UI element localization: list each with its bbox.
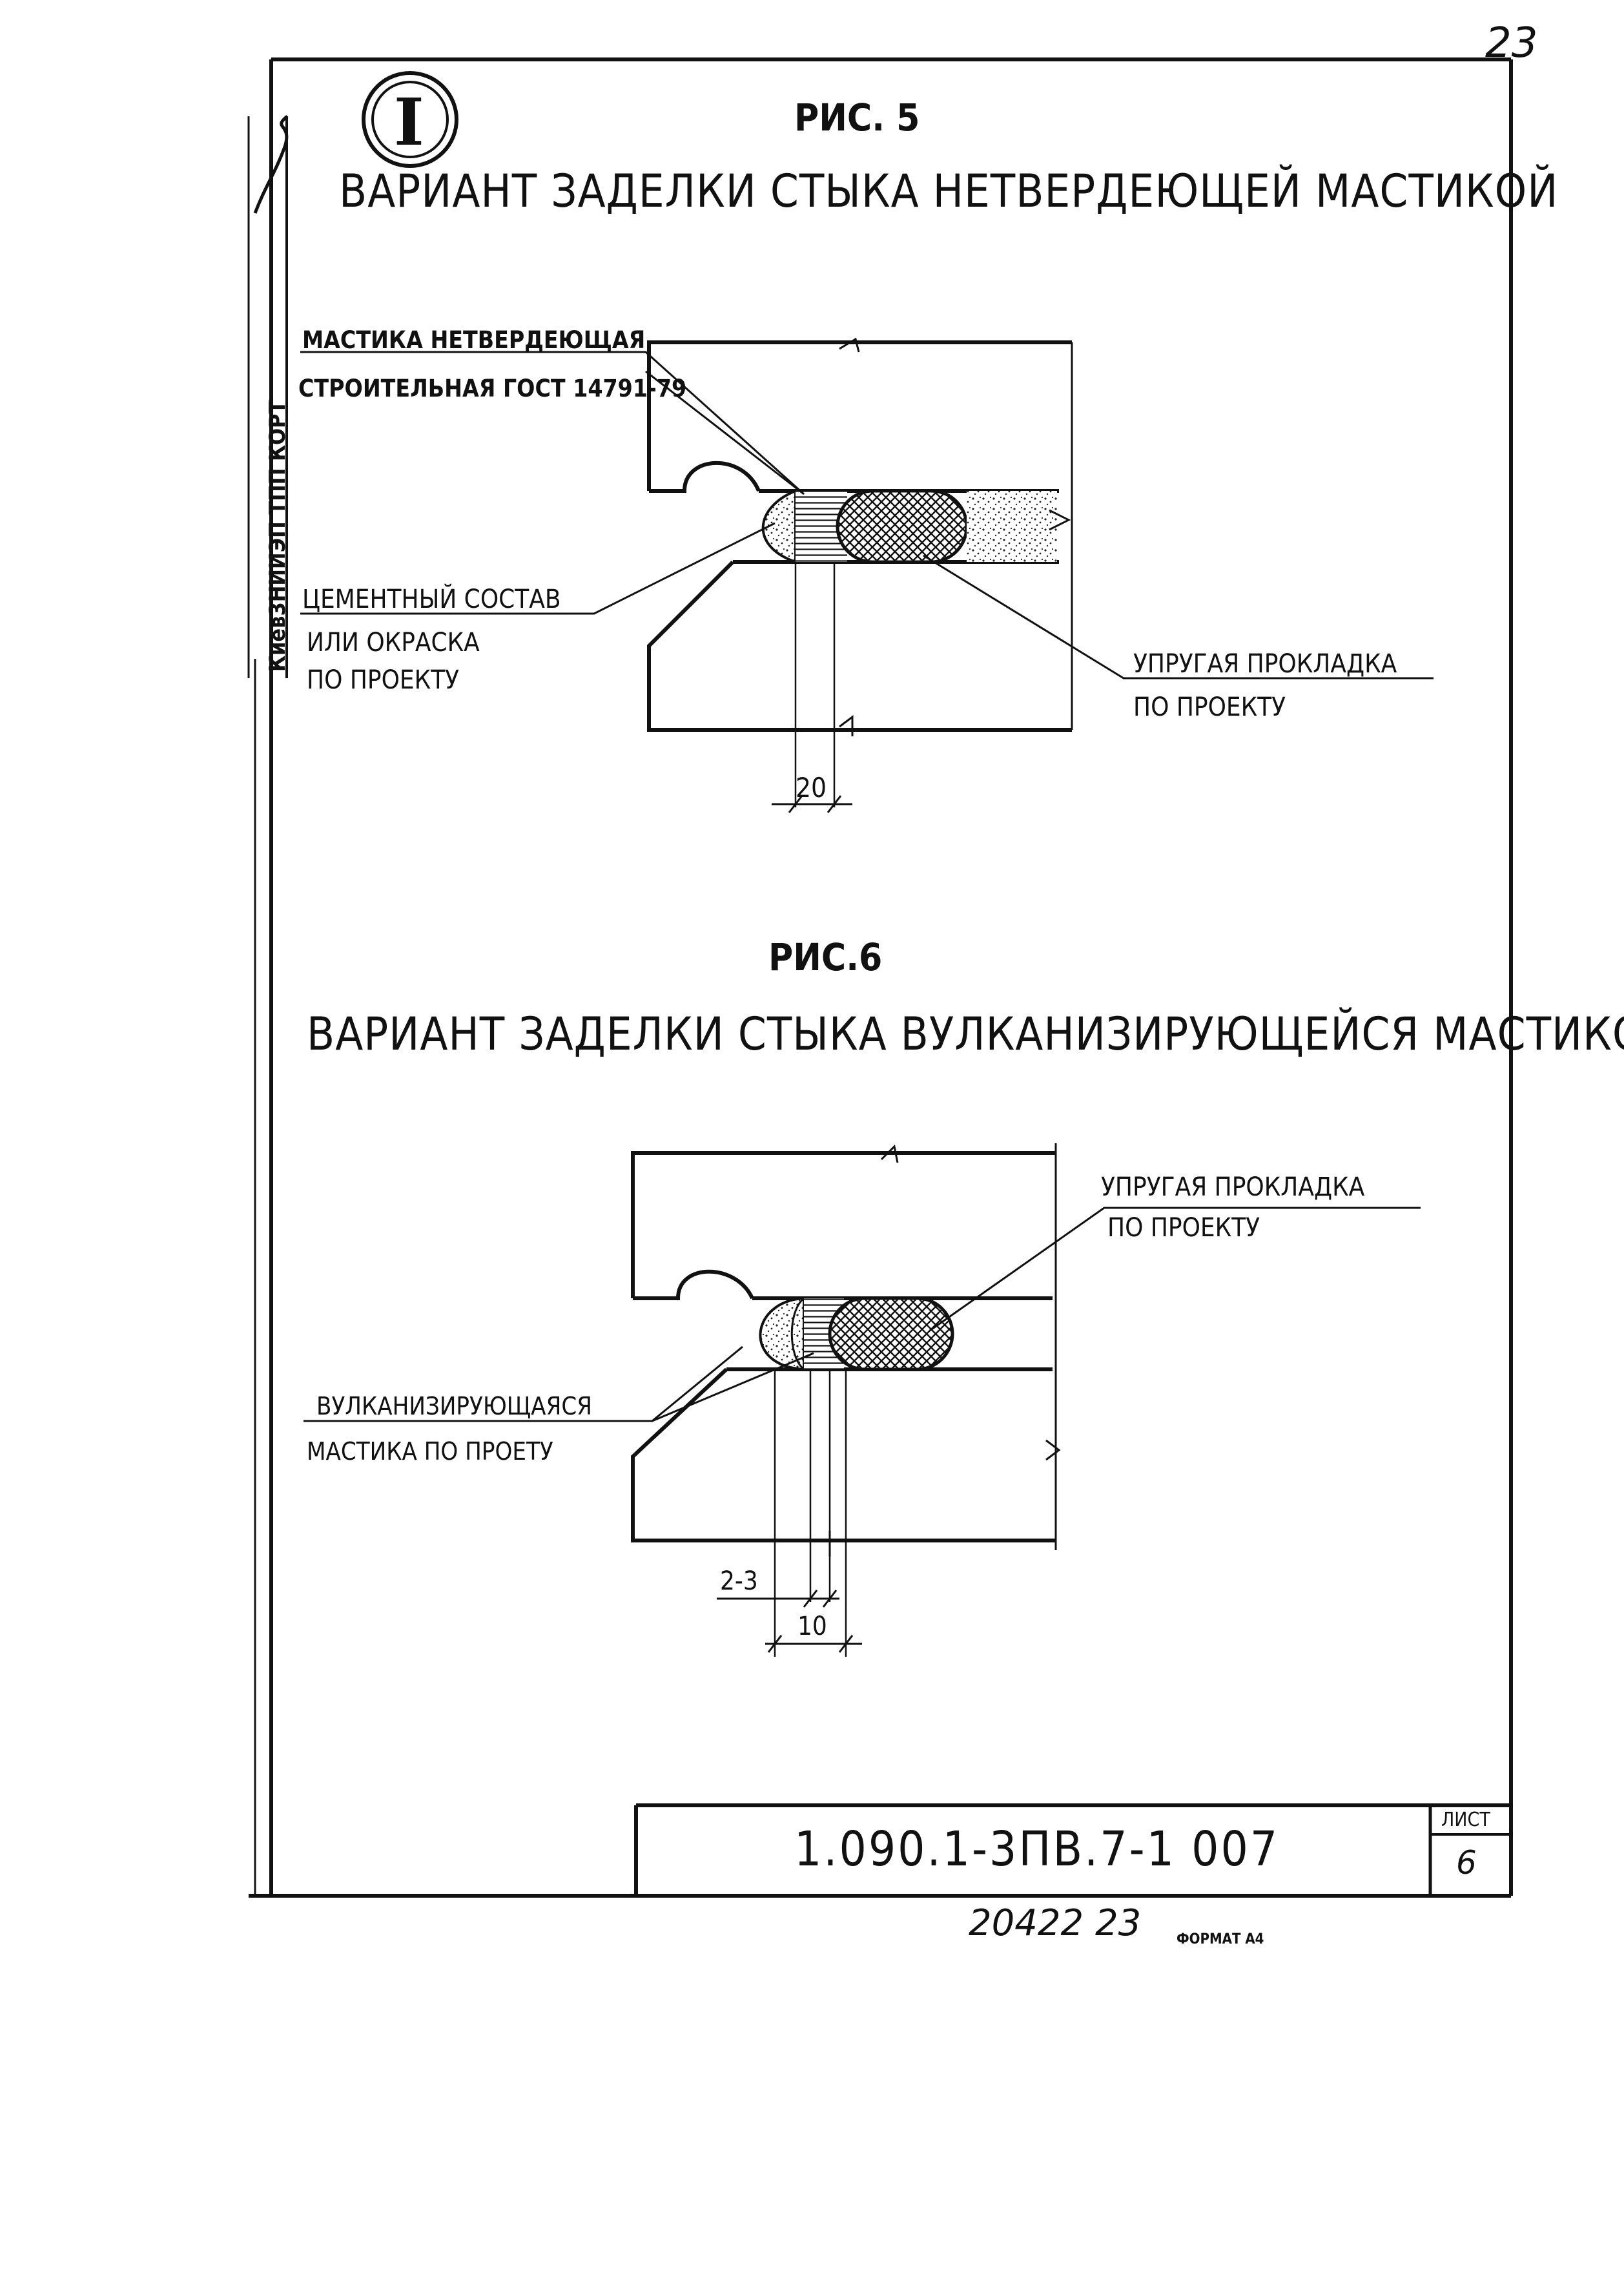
title-block [634,1803,1511,1896]
fig5-lower-panel [647,560,1072,732]
fig5-dim-width: 20 [796,772,827,804]
fig5-number: РИС. 5 [794,96,920,140]
fig6-dim-width: 10 [797,1612,827,1641]
fig6-title: ВАРИАНТ ЗАДЕЛКИ СТЫКА ВУЛКАНИЗИРУЮЩЕЙСЯ … [307,1008,1624,1061]
fig5-label-gasket-1: УПРУГАЯ ПРОКЛАДКА [1133,649,1397,679]
fig6-label-mastic-2: МАСТИКА ПО ПРОЕТУ [307,1437,553,1466]
margin-stamp: Киев3НИИЭП ТПП КОРТ [265,400,291,672]
fig5-label-mastic-2: СТРОИТЕЛЬНАЯ ГОСТ 14791-79 [298,375,687,402]
fig6-drawing [303,1143,1421,1657]
fig6-upper-panel [631,1151,1056,1298]
fig6-gasket [828,1296,954,1371]
fig6-lower-panel [631,1367,1056,1542]
page-number-top: 23 [1485,19,1538,67]
fig5-gasket [836,489,969,564]
fig6-label-gasket-2: ПО ПРОЕКТУ [1107,1213,1260,1243]
margin-strip [247,115,289,678]
fig5-filler [967,491,1057,562]
sheet-frame [249,57,1513,1898]
fig6-dim-small: 2-3 [720,1566,758,1596]
format-label: ФОРМАТ А4 [1177,1931,1264,1947]
fig5-label-cement-2: ИЛИ ОКРАСКА [307,628,480,658]
sheet-number: 6 [1456,1844,1477,1882]
fig5-label-gasket-2: ПО ПРОЕКТУ [1133,692,1286,722]
fig5-drawing [300,337,1434,813]
fig5-upper-panel [647,340,1072,491]
fig6-label-mastic-1: ВУЛКАНИЗИРУЮЩАЯСЯ [316,1392,592,1420]
fig5-label-cement-1: ЦЕМЕНТНЫЙ СОСТАВ [302,585,561,614]
fig5-title: ВАРИАНТ ЗАДЕЛКИ СТЫКА НЕТВЕРДЕЮЩЕЙ МАСТИ… [339,165,1559,218]
fig5-label-cement-3: ПО ПРОЕКТУ [307,665,460,695]
sheet-marker-label: I [394,84,424,160]
sheet-label: ЛИСТ [1441,1809,1490,1831]
inventory-number: 20422 23 [969,1902,1142,1944]
doc-code: 1.090.1-3ПВ.7-1 007 [794,1821,1280,1877]
fig6-number: РИС.6 [768,935,883,979]
sheet-marker [362,71,458,168]
fig5-label-mastic-1: МАСТИКА НЕТВЕРДЕЮЩАЯ [302,326,646,354]
fig6-label-gasket-1: УПРУГАЯ ПРОКЛАДКА [1101,1172,1365,1202]
